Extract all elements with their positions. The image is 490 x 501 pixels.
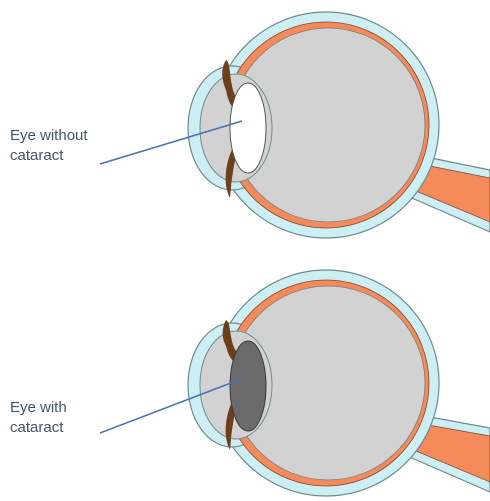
- label-eye-with-cataract: Eye with cataract: [10, 398, 67, 438]
- clear-lens: [230, 83, 266, 173]
- label-line: cataract: [10, 146, 88, 166]
- label-eye-without-cataract: Eye without cataract: [10, 126, 88, 166]
- eye-with-cataract: [100, 270, 490, 496]
- eye-without-cataract: [100, 12, 490, 238]
- label-line: Eye without: [10, 126, 88, 146]
- cloudy-lens: [230, 341, 266, 431]
- label-line: cataract: [10, 418, 67, 438]
- label-line: Eye with: [10, 398, 67, 418]
